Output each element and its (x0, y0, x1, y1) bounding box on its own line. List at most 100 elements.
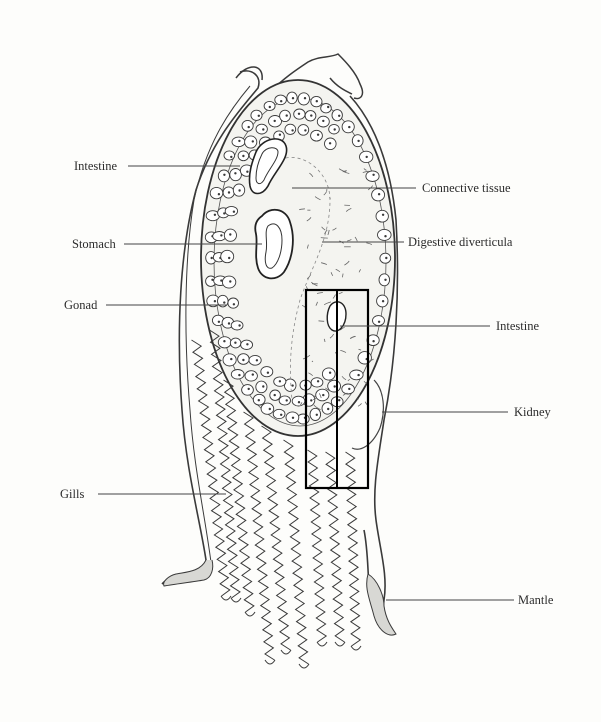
gonad-follicle-nucleus (223, 174, 225, 176)
gonad-follicle-nucleus (258, 115, 260, 117)
gonad-follicle (251, 110, 262, 120)
gonad-follicle (230, 169, 242, 181)
gonad-follicle-nucleus (238, 189, 240, 191)
gonad-follicle (322, 368, 335, 380)
gonad-follicle-nucleus (220, 234, 222, 236)
gonad-follicle (378, 229, 392, 240)
gonad-follicle-nucleus (292, 97, 294, 99)
gill-tip (245, 612, 255, 616)
gonad-follicle-nucleus (327, 408, 329, 410)
gonad-follicle (292, 396, 305, 406)
gonad-follicle-nucleus (280, 414, 282, 416)
gonad-follicle-nucleus (279, 134, 281, 136)
gonad-follicle-nucleus (322, 120, 324, 122)
gonad-follicle-nucleus (316, 414, 318, 416)
mantle-right-tip (367, 574, 396, 635)
gonad-follicle (321, 104, 332, 113)
gonad-follicle-nucleus (269, 106, 271, 108)
gonad-follicle-nucleus (385, 257, 387, 259)
gonad-follicle (224, 151, 235, 160)
gonad-follicle (256, 381, 267, 393)
gill-tip (231, 598, 241, 602)
gonad-follicle (242, 385, 254, 396)
gonad-follicle-nucleus (223, 301, 225, 303)
gonad-follicle-nucleus (230, 358, 232, 360)
gill-tip (281, 650, 291, 654)
gonad-follicle-nucleus (378, 193, 380, 195)
gonad-follicle-nucleus (378, 321, 380, 323)
label-gonad: Gonad (64, 298, 98, 312)
label-connective-tissue: Connective tissue (422, 181, 511, 195)
gonad-follicle-nucleus (329, 372, 331, 374)
gonad-follicle (273, 409, 285, 418)
gonad-follicle-nucleus (234, 172, 236, 174)
gonad-follicle-nucleus (218, 193, 220, 195)
gonad-follicle-nucleus (348, 388, 350, 390)
gonad-follicle (231, 370, 244, 380)
diverticula-squiggle (321, 238, 328, 239)
gonad-follicle (358, 352, 371, 364)
gonad-follicle-nucleus (248, 388, 250, 390)
gonad-follicle (242, 120, 253, 131)
gonad-follicle-nucleus (329, 142, 331, 144)
label-gills: Gills (60, 487, 84, 501)
gonad-follicle-nucleus (238, 374, 240, 376)
label-intestine-right: Intestine (496, 319, 539, 333)
gonad-follicle (210, 187, 223, 198)
gonad-follicle-nucleus (252, 373, 254, 375)
gonad-follicle-nucleus (233, 211, 235, 213)
gill-tip (299, 664, 309, 668)
gonad-follicle-nucleus (228, 191, 230, 193)
gonad-follicle-nucleus (223, 340, 225, 342)
gonad-follicle (249, 355, 261, 365)
gonad-follicle-nucleus (228, 257, 230, 259)
gonad-follicle-nucleus (229, 233, 231, 235)
gonad-follicle (342, 384, 355, 394)
gonad-follicle-nucleus (357, 140, 359, 142)
gill-lamella (308, 450, 327, 642)
gonad-follicle-nucleus (274, 394, 276, 396)
gill-tip (221, 596, 231, 600)
gonad-follicle (261, 367, 273, 377)
gonad-follicle-nucleus (384, 279, 386, 281)
gonad-follicle-nucleus (382, 300, 384, 302)
gonad-follicle-nucleus (262, 128, 264, 130)
gonad-follicle-nucleus (229, 280, 231, 282)
gonad-follicle-nucleus (291, 384, 293, 386)
gonad-follicle-nucleus (286, 114, 288, 116)
gonad-follicle-nucleus (334, 128, 336, 130)
gonad-follicle-nucleus (338, 399, 340, 401)
gonad-follicle (379, 274, 390, 286)
gonad-follicle-nucleus (286, 399, 288, 401)
gill-tip (351, 646, 361, 650)
gonad-follicle-nucleus (334, 385, 336, 387)
gonad-follicle (373, 316, 385, 326)
gonad-follicle-nucleus (218, 321, 220, 323)
gonad-follicle (232, 137, 245, 147)
gonad-follicle (285, 124, 296, 134)
gonad-follicle (332, 110, 342, 121)
gonad-follicle (221, 250, 234, 262)
gill-lamella (262, 426, 291, 650)
gill-tip (335, 642, 345, 646)
gonad-follicle-nucleus (372, 340, 374, 342)
gonad-follicle-nucleus (348, 126, 350, 128)
gonad-follicle-nucleus (258, 399, 260, 401)
gonad-follicle (223, 354, 236, 366)
gonad-follicle-nucleus (322, 394, 324, 396)
gonad-follicle-nucleus (211, 257, 213, 259)
gonad-follicle-nucleus (338, 115, 340, 117)
gill-lamella (326, 452, 345, 642)
label-intestine-left: Intestine (74, 159, 117, 173)
gonad-follicle-nucleus (228, 322, 230, 324)
gonad-follicle-nucleus (366, 156, 368, 158)
gonad-follicle (311, 378, 323, 387)
gonad-follicle-nucleus (274, 120, 276, 122)
gonad-follicle-nucleus (233, 303, 235, 305)
gonad-follicle (256, 124, 267, 134)
gonad-follicle-nucleus (304, 129, 306, 131)
gonad-follicle-nucleus (291, 129, 293, 131)
label-mantle: Mantle (518, 593, 554, 607)
